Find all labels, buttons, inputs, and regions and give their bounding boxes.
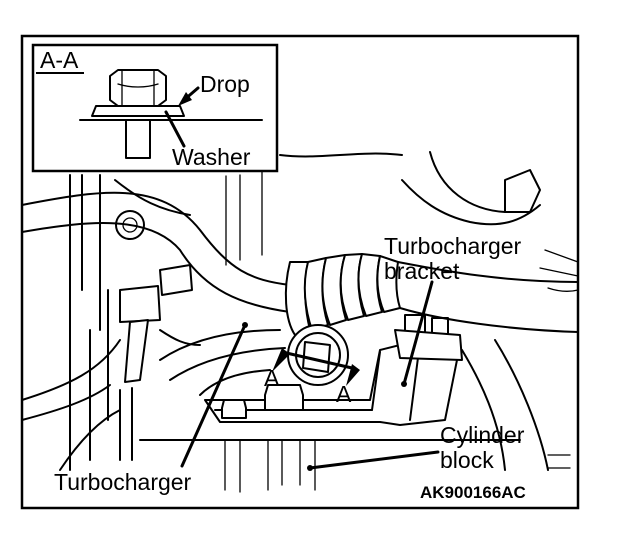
drop-label: Drop	[200, 71, 250, 97]
turbo-bracket-leader-dot	[401, 381, 407, 387]
turbocharger-label: Turbocharger	[54, 469, 192, 495]
engine-drawing	[21, 151, 579, 493]
turbocharger-leader-dot	[242, 322, 248, 328]
figure-code: AK900166AC	[420, 483, 526, 502]
turbo-bracket-label-line2: bracket	[384, 258, 460, 284]
turbocharger-leader	[180, 323, 247, 468]
section-mark-right: A	[336, 381, 352, 407]
section-cut-line	[272, 348, 360, 386]
cylinder-block-leader-dot	[307, 465, 313, 471]
section-inset	[31, 43, 279, 173]
diagram-frame	[20, 34, 580, 510]
cylinder-block-label-line2: block	[440, 447, 494, 473]
section-title: A-A	[40, 47, 79, 73]
turbo-bracket-leader	[402, 280, 434, 386]
cylinder-block-leader	[308, 450, 440, 470]
section-mark-left: A	[264, 365, 280, 391]
turbo-bracket-label-line1: Turbocharger	[384, 233, 522, 259]
cylinder-block-label-line1: Cylinder	[440, 422, 525, 448]
washer-label: Washer	[172, 144, 251, 170]
